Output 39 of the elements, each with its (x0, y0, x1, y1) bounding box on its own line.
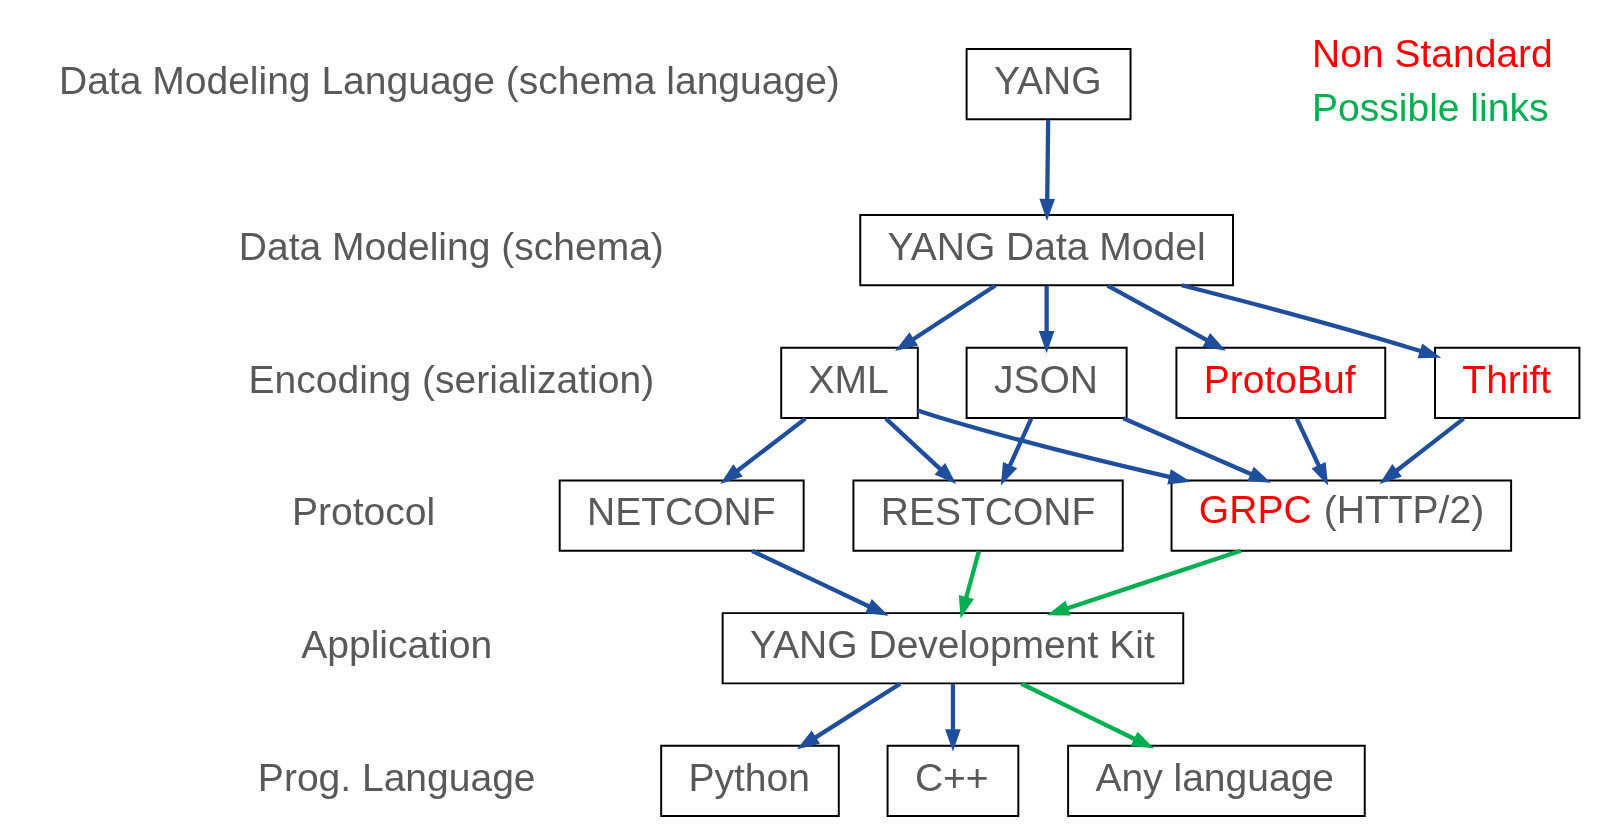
arrow (1106, 283, 1226, 351)
node-box: C++ (886, 744, 1020, 818)
arrow (958, 550, 981, 619)
node-box: NETCONF (558, 479, 805, 552)
node-box: XML (780, 346, 919, 419)
label: Encoding (serialization) (248, 357, 655, 401)
arrow (1038, 285, 1055, 354)
node-box: YANG Development Kit (721, 612, 1185, 685)
label: Application (301, 623, 493, 667)
legend-label: Possible links (1312, 86, 1549, 130)
legend-label: Non Standard (1312, 31, 1553, 75)
node-box: Thrift (1434, 346, 1581, 419)
node-box: JSON (965, 346, 1128, 419)
arrow (720, 416, 807, 484)
arrow (1379, 416, 1465, 484)
label: Data Modeling (schema) (238, 224, 664, 268)
arrow (797, 681, 902, 750)
label: Prog. Language (257, 755, 536, 799)
label: Protocol (291, 490, 436, 534)
node-box: YANG Data Model (859, 214, 1234, 287)
arrow (917, 408, 1191, 485)
arrow (945, 684, 961, 752)
arrow (1181, 283, 1442, 359)
arrow (1294, 417, 1329, 486)
arrow (1046, 548, 1242, 616)
arrow (884, 417, 957, 484)
arrow (751, 549, 889, 616)
node-box: Any language (1067, 744, 1366, 818)
node-box: RESTCONF (852, 479, 1124, 552)
arrow (1039, 119, 1056, 222)
arrow (1000, 417, 1034, 486)
arrow (1020, 681, 1155, 749)
label: Data Modeling Language (schema language) (58, 58, 840, 102)
node-box: YANG (965, 48, 1132, 121)
node-box: ProtoBuf (1175, 346, 1387, 419)
arrow (1122, 416, 1271, 483)
node-box: Python (660, 744, 840, 818)
arrow (895, 283, 997, 352)
node-box: GRPC (HTTP/2) (1170, 479, 1513, 552)
